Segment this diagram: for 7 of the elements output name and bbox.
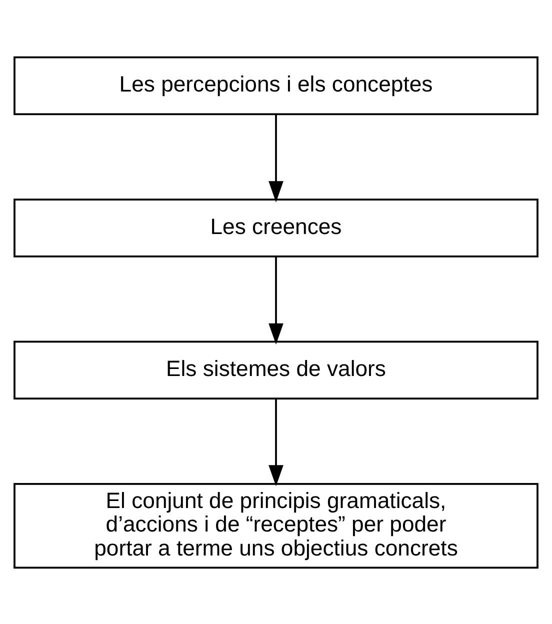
node-box: El conjunt de principis gramaticals, d’accions i de “receptes” per poder portar a terme uns objectius concrets (14, 482, 538, 568)
arrow (268, 114, 284, 202)
node-box: Els sistemes de valors (14, 340, 538, 400)
arrow (268, 398, 284, 486)
arrow (268, 256, 284, 344)
node-box: Les percepcions i els conceptes (14, 56, 538, 115)
node-box: Les creences (14, 198, 538, 257)
